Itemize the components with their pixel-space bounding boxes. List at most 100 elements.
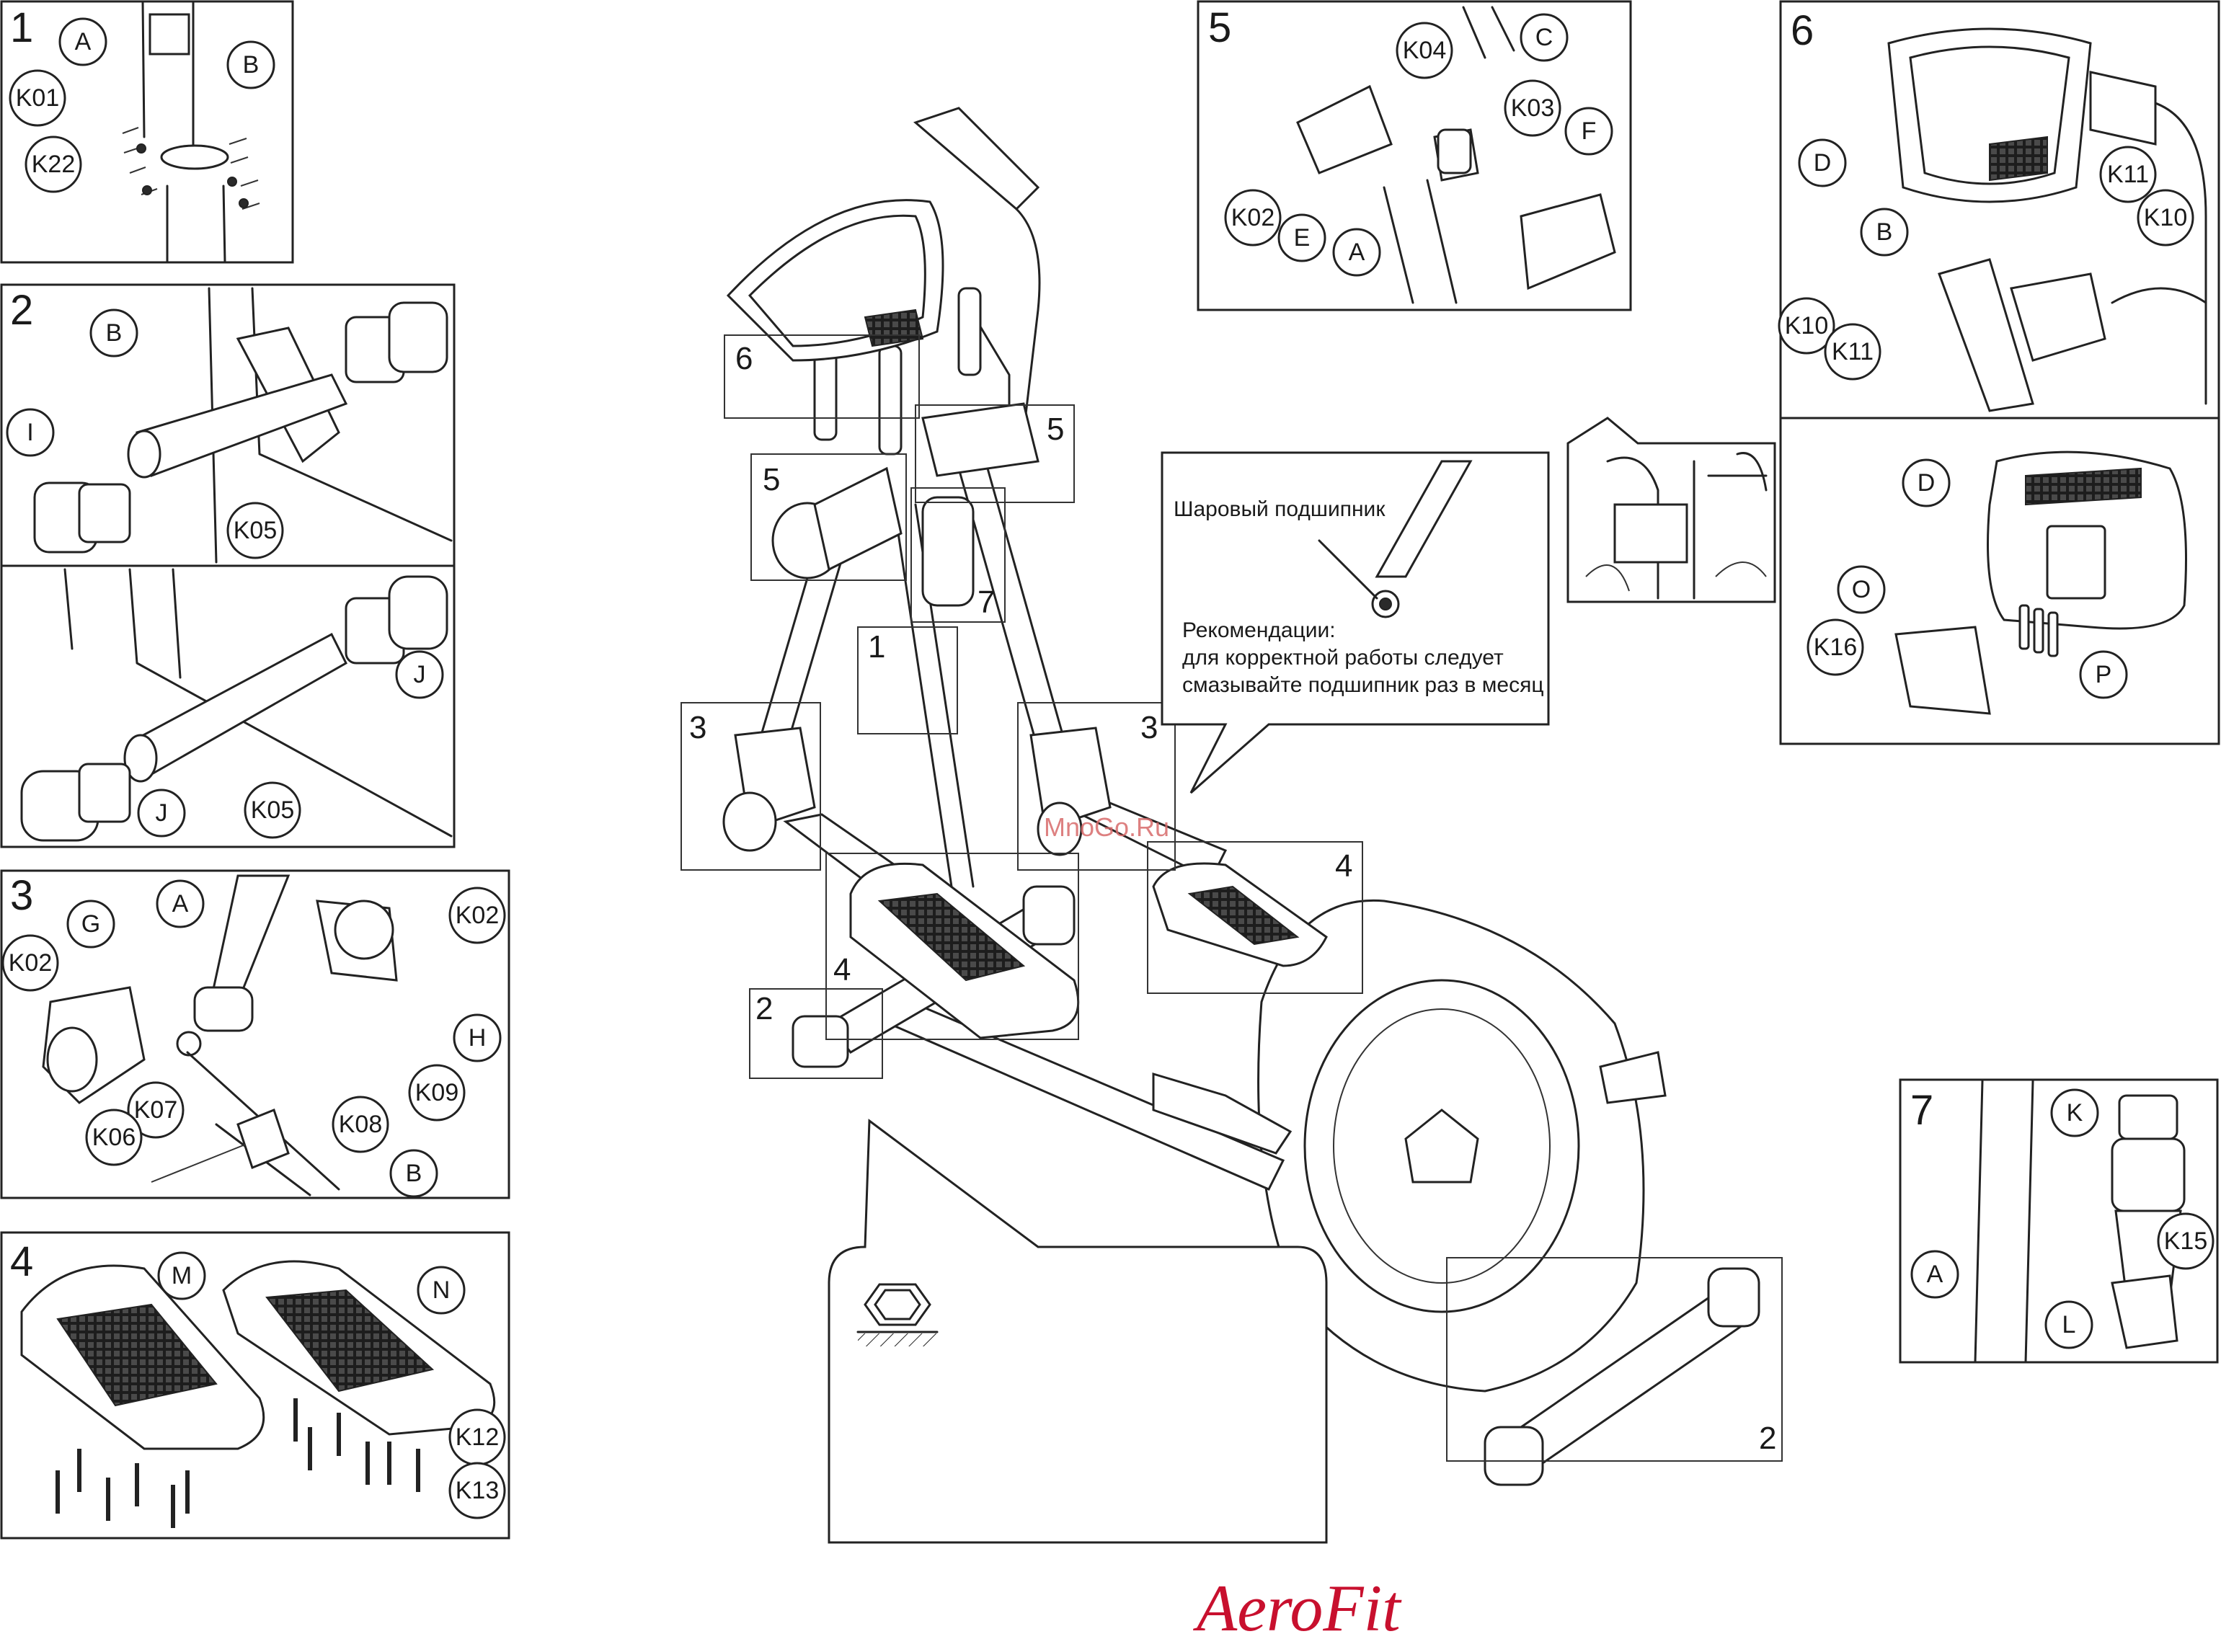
svg-text:K02: K02 (9, 949, 53, 977)
part-label-p2-2: K05 (228, 503, 283, 558)
part-label-p6b-3: P (2080, 652, 2127, 698)
part-label-p4-2: K12 (450, 1410, 505, 1465)
svg-text:K05: K05 (251, 796, 295, 824)
svg-text:I: I (27, 419, 33, 446)
svg-text:AeroFit: AeroFit (1192, 1571, 1402, 1645)
part-label-p5-0: K04 (1397, 23, 1452, 78)
svg-text:K: K (2067, 1099, 2083, 1127)
part-label-p5-3: F (1566, 108, 1612, 154)
panel-number: 7 (1910, 1087, 1933, 1134)
panel-number: 1 (10, 4, 33, 51)
zone-label-z3a: 3 (689, 710, 706, 745)
part-label-p2b-0: J (396, 652, 443, 698)
base-rail (872, 995, 1290, 1189)
svg-text:K22: K22 (32, 151, 76, 178)
svg-text:L: L (2062, 1311, 2076, 1338)
svg-text:K01: K01 (16, 84, 60, 112)
svg-text:H: H (469, 1024, 487, 1052)
main-console (728, 200, 943, 360)
zone-label-z4a: 4 (833, 952, 851, 987)
svg-text:K11: K11 (1832, 338, 1874, 365)
zone-label-z2a: 2 (755, 991, 773, 1026)
zone-label-z2b: 2 (1759, 1421, 1776, 1456)
part-label-p4-1: N (418, 1267, 464, 1313)
part-label-p3-6: K08 (333, 1097, 388, 1152)
svg-text:C: C (1535, 24, 1553, 51)
svg-text:M: M (172, 1262, 192, 1289)
console-d (1889, 29, 2091, 202)
part-label-p5-6: A (1334, 229, 1380, 275)
part-label-p3-4: H (454, 1015, 500, 1061)
svg-text:B: B (1876, 218, 1893, 246)
svg-text:D: D (1918, 469, 1936, 497)
svg-text:A: A (172, 890, 189, 918)
zone-label-z1: 1 (868, 629, 885, 665)
part-label-p7-1: K15 (2158, 1214, 2213, 1269)
svg-text:F: F (1582, 117, 1597, 145)
part-label-p7-3: L (2046, 1302, 2092, 1348)
svg-text:D: D (1814, 149, 1832, 177)
svg-text:K03: K03 (1511, 94, 1555, 122)
panel-number: 4 (10, 1238, 33, 1285)
part-label-p3-5: K09 (409, 1065, 464, 1120)
zone-label-z5a: 5 (763, 462, 780, 497)
svg-text:B: B (406, 1160, 422, 1187)
svg-text:K02: K02 (1231, 204, 1275, 231)
part-label-p3-3: K02 (3, 936, 58, 990)
recommendation-line-2: смазывайте подшипник раз в месяц (1182, 673, 1544, 697)
part-label-p3-9: B (391, 1150, 437, 1196)
zone-label-z6: 6 (735, 341, 753, 376)
battery-cover-o (1896, 627, 1990, 714)
part-label-p4-0: M (159, 1253, 205, 1299)
zone-label-z3b: 3 (1140, 710, 1158, 745)
svg-text:K05: K05 (234, 517, 278, 544)
svg-text:K08: K08 (339, 1111, 383, 1138)
svg-text:K07: K07 (134, 1096, 178, 1124)
panel-number: 5 (1208, 4, 1231, 51)
svg-text:J: J (414, 661, 426, 688)
svg-text:K04: K04 (1403, 37, 1447, 64)
part-label-p6b-0: D (1903, 460, 1949, 506)
svg-text:B: B (243, 51, 260, 79)
part-label-p5-5: E (1279, 215, 1325, 261)
batteries-p (2020, 605, 2057, 656)
panel-number: 2 (10, 287, 33, 334)
part-label-p6-3: B (1861, 209, 1907, 255)
svg-text:E: E (1294, 224, 1311, 252)
svg-text:K12: K12 (456, 1424, 500, 1451)
part-label-p5-2: K03 (1505, 81, 1560, 136)
end-cap-i (35, 483, 130, 552)
part-label-p2-0: B (91, 310, 137, 356)
part-label-p4-3: K13 (450, 1463, 505, 1518)
bolt-callout (829, 1121, 1326, 1542)
svg-text:N: N (433, 1276, 451, 1304)
panel-2b (1, 566, 454, 847)
svg-text:K15: K15 (2164, 1227, 2208, 1255)
console-back (1988, 452, 2186, 629)
aerofit-logo: AeroFit (1192, 1571, 1402, 1645)
panel-number: 3 (10, 872, 33, 919)
part-label-p5-4: K02 (1225, 190, 1280, 245)
part-label-p5-1: C (1521, 14, 1567, 61)
part-label-p3-1: G (68, 901, 114, 947)
part-label-p6-2: K10 (2138, 190, 2193, 245)
part-label-p2b-2: K05 (245, 783, 300, 838)
part-label-p1-3: K22 (26, 137, 81, 192)
svg-text:O: O (1852, 576, 1871, 603)
svg-text:G: G (81, 910, 100, 938)
bearing-callout: Шаровый подшипник Рекомендации: для корр… (1162, 453, 1548, 793)
part-label-p7-2: A (1912, 1251, 1958, 1297)
part-label-p3-2: K02 (450, 888, 505, 943)
part-label-p1-0: A (60, 19, 106, 65)
part-label-p2b-1: J (138, 790, 185, 836)
recommendation-heading: Рекомендации: (1182, 618, 1336, 642)
svg-text:J: J (156, 799, 168, 827)
detail-inset (1568, 418, 1775, 602)
panel-number: 6 (1791, 7, 1814, 54)
part-label-p1-2: K01 (10, 71, 65, 125)
svg-text:A: A (75, 28, 92, 55)
bearing-title: Шаровый подшипник (1174, 497, 1386, 521)
part-label-p6-1: K11 (2101, 147, 2155, 202)
svg-text:B: B (106, 319, 123, 347)
